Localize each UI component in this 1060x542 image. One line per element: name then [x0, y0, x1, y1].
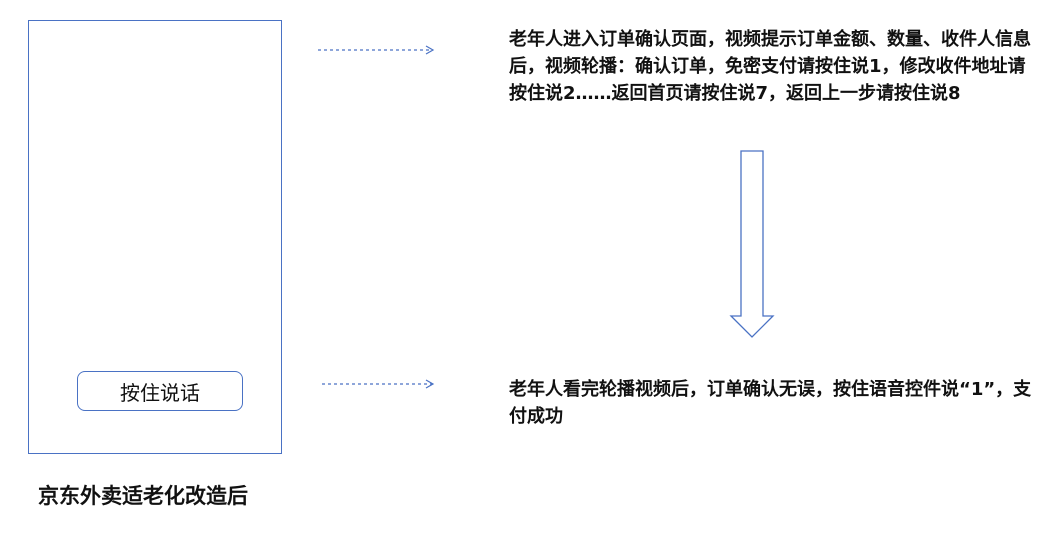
- step-1-text: 老年人进入订单确认页面，视频提示订单金额、数量、收件人信息后，视频轮播：确认订单…: [509, 29, 1031, 104]
- dashed-arrow-bottom: [322, 379, 435, 389]
- hold-to-talk-button[interactable]: 按住说话: [77, 371, 243, 411]
- step-2-text: 老年人看完轮播视频后，订单确认无误，按住语音控件说“1”，支付成功: [509, 379, 1032, 427]
- down-block-arrow: [729, 150, 775, 338]
- dashed-arrow-top: [318, 45, 435, 55]
- diagram-caption: 京东外卖适老化改造后: [38, 484, 248, 508]
